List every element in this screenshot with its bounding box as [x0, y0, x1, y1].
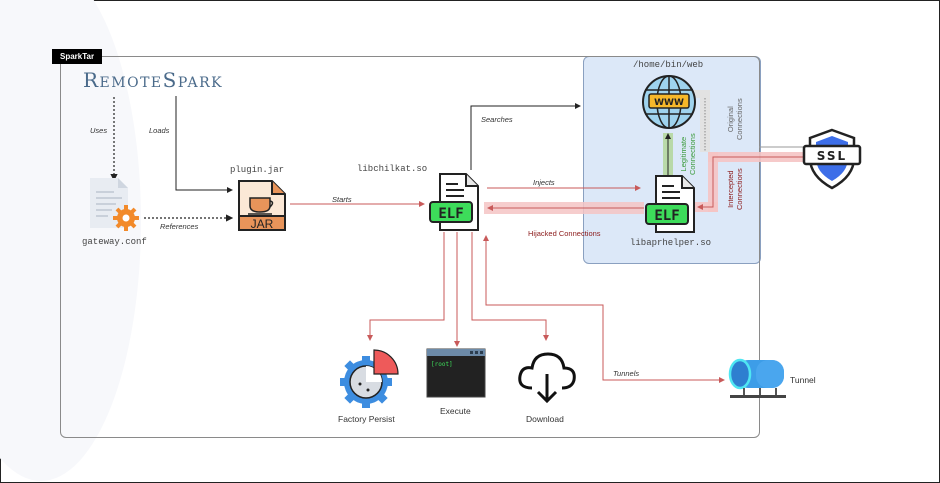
starts-label: Starts [332, 195, 352, 204]
original-band-top [690, 90, 710, 98]
original-band [700, 90, 710, 152]
sparktar-frame [60, 56, 760, 438]
terminal-icon: [root] [426, 348, 486, 398]
hijacked-label: Hijacked Connections [528, 229, 601, 238]
edge-factory-persist [367, 232, 445, 341]
factory-persist-label: Factory Persist [338, 414, 395, 424]
references-label: References [160, 222, 199, 231]
edge-loads [175, 96, 233, 193]
ssl-shield-icon: SSL [802, 128, 862, 190]
loads-label: Loads [149, 126, 170, 135]
elf-file-icon: ELF [645, 175, 695, 233]
terminal-prompt: [root] [431, 361, 453, 368]
injects-label: Injects [533, 178, 555, 187]
libaprhelper-label: libaprhelper.so [630, 238, 712, 248]
searches-label: Searches [481, 115, 513, 124]
plugin-jar-label: plugin.jar [230, 165, 285, 175]
cloud-download-icon [518, 352, 576, 404]
elf-badge: ELF [438, 206, 463, 222]
globe-www-icon: WWW [642, 75, 696, 129]
web-dir-label: /home/bin/web [633, 60, 704, 70]
edge-tunnels [602, 306, 725, 383]
frame-tag: SparkTar [52, 49, 103, 64]
edge-searches [470, 103, 581, 170]
brand-title: RemoteSpark [83, 68, 224, 92]
edge-download [471, 232, 549, 341]
factory-gear-icon [340, 349, 399, 408]
www-badge: WWW [654, 98, 684, 108]
execute-label: Execute [440, 406, 471, 416]
tunnel-label: Tunnel [790, 375, 816, 385]
download-label: Download [526, 414, 564, 424]
edge-tunnels-return [483, 235, 604, 306]
ssl-badge: SSL [817, 149, 847, 163]
elf-file-icon: ELF [429, 173, 479, 231]
elf-badge: ELF [654, 208, 679, 224]
jar-badge: JAR [251, 217, 274, 231]
jar-file-icon: JAR [238, 180, 286, 231]
config-file-icon [90, 178, 139, 231]
gateway-conf-label: gateway.conf [82, 237, 147, 247]
uses-label: Uses [90, 126, 108, 135]
edge-intercepted [697, 156, 806, 210]
libchilkat-label: libchilkat.so [357, 164, 428, 174]
tunnels-label: Tunnels [613, 369, 640, 378]
tunnel-pipe-icon [728, 358, 786, 398]
